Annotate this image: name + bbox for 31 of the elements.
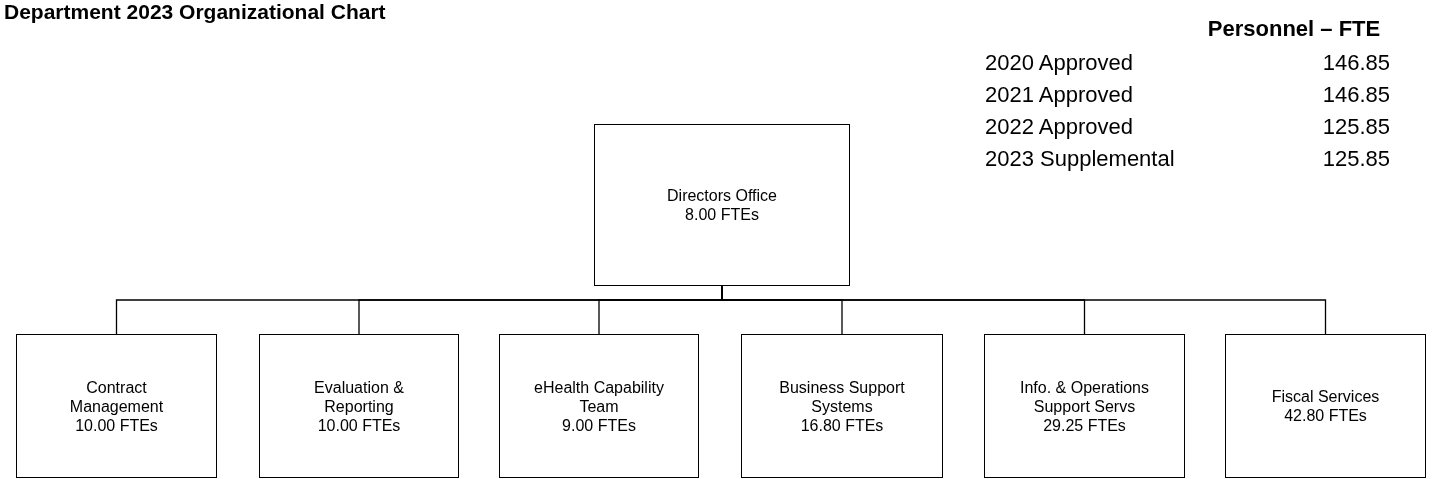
org-unit-box (741, 334, 943, 478)
year-label: 2020 Approved (985, 50, 1134, 76)
org-unit-box (1225, 334, 1426, 478)
fte-count: 10.00 FTEs (75, 415, 158, 435)
org-unit-box (594, 124, 850, 286)
fte-count: 9.00 FTEs (562, 415, 636, 435)
unit-name: Directors Office (667, 186, 777, 205)
year-label: 2022 Approved (985, 114, 1134, 140)
fte-value: 125.85 (1322, 114, 1390, 140)
fte-count: 10.00 FTEs (317, 415, 401, 435)
org-unit-box (499, 334, 699, 478)
year-label: 2023 Supplemental (985, 146, 1175, 172)
fte-count: 16.80 FTEs (800, 415, 884, 435)
unit-name: Info. & Operations Support Servs (1019, 377, 1150, 416)
fte-value: 146.85 (1322, 50, 1390, 76)
unit-name: Contract Management (68, 377, 165, 416)
unit-name: Business Support Systems (778, 377, 906, 416)
unit-name: eHealth Capability Team (533, 377, 665, 416)
fte-count: 42.80 FTEs (1284, 406, 1367, 425)
fte-value: 125.85 (1322, 146, 1390, 172)
fte-count: 29.25 FTEs (1043, 415, 1126, 435)
table-heading: Personnel – FTE (1207, 16, 1381, 42)
chart-title: Department 2023 Organizational Chart (4, 0, 386, 24)
unit-name: Fiscal Services (1271, 387, 1380, 406)
fte-value: 146.85 (1322, 82, 1390, 108)
org-unit-box (16, 334, 217, 478)
year-label: 2021 Approved (985, 82, 1134, 108)
unit-name: Evaluation & Reporting (313, 377, 405, 416)
org-unit-box (984, 334, 1185, 478)
org-unit-box (259, 334, 459, 478)
fte-count: 8.00 FTEs (685, 205, 759, 224)
